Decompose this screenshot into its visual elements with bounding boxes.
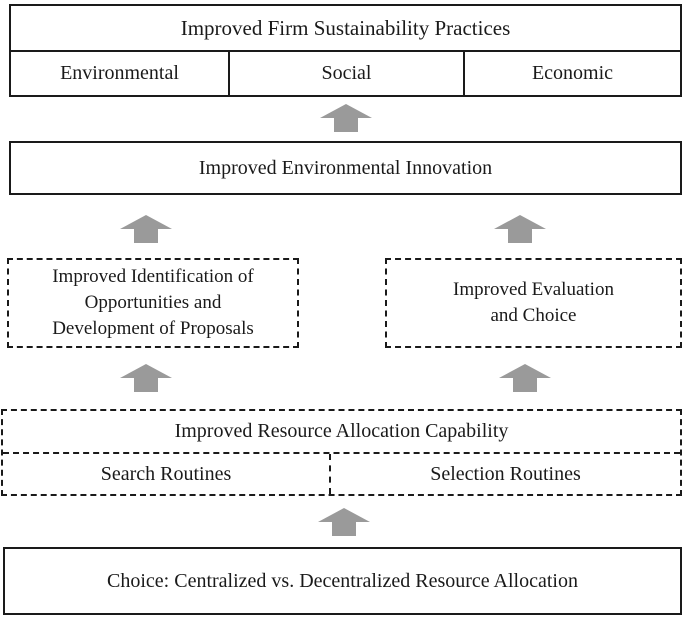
- up-arrow-icon: [494, 215, 546, 243]
- pillar-environmental: Environmental: [11, 52, 230, 95]
- up-arrow-icon: [318, 508, 370, 536]
- choice-box: Choice: Centralized vs. Decentralized Re…: [3, 547, 682, 615]
- pillar-social: Social: [230, 52, 465, 95]
- sustainability-box: Improved Firm Sustainability Practices E…: [9, 4, 682, 97]
- identification-line-2: Opportunities and: [84, 292, 222, 313]
- identification-line-3: Development of Proposals: [52, 318, 254, 339]
- innovation-box: Improved Environmental Innovation: [9, 141, 682, 195]
- innovation-label: Improved Environmental Innovation: [198, 157, 493, 179]
- up-arrow-icon: [120, 215, 172, 243]
- selection-routines: Selection Routines: [430, 462, 581, 485]
- capability-box: Improved Resource Allocation Capability …: [1, 409, 682, 496]
- evaluation-box: Improved Evaluation and Choice: [385, 258, 682, 348]
- up-arrow-icon: [499, 364, 551, 392]
- choice-label: Choice: Centralized vs. Decentralized Re…: [107, 570, 578, 592]
- pillar-economic: Economic: [531, 62, 614, 84]
- identification-box: Improved Identification of Opportunities…: [7, 258, 299, 348]
- evaluation-line-2: and Choice: [490, 305, 577, 326]
- identification-line-1: Improved Identification of: [52, 266, 254, 287]
- evaluation-line-1: Improved Evaluation: [453, 279, 614, 300]
- up-arrow-icon: [120, 364, 172, 392]
- search-routines: Search Routines: [3, 454, 331, 494]
- up-arrow-icon: [320, 104, 372, 132]
- capability-title: Improved Resource Allocation Capability: [3, 411, 680, 454]
- sustainability-title: Improved Firm Sustainability Practices: [11, 6, 680, 52]
